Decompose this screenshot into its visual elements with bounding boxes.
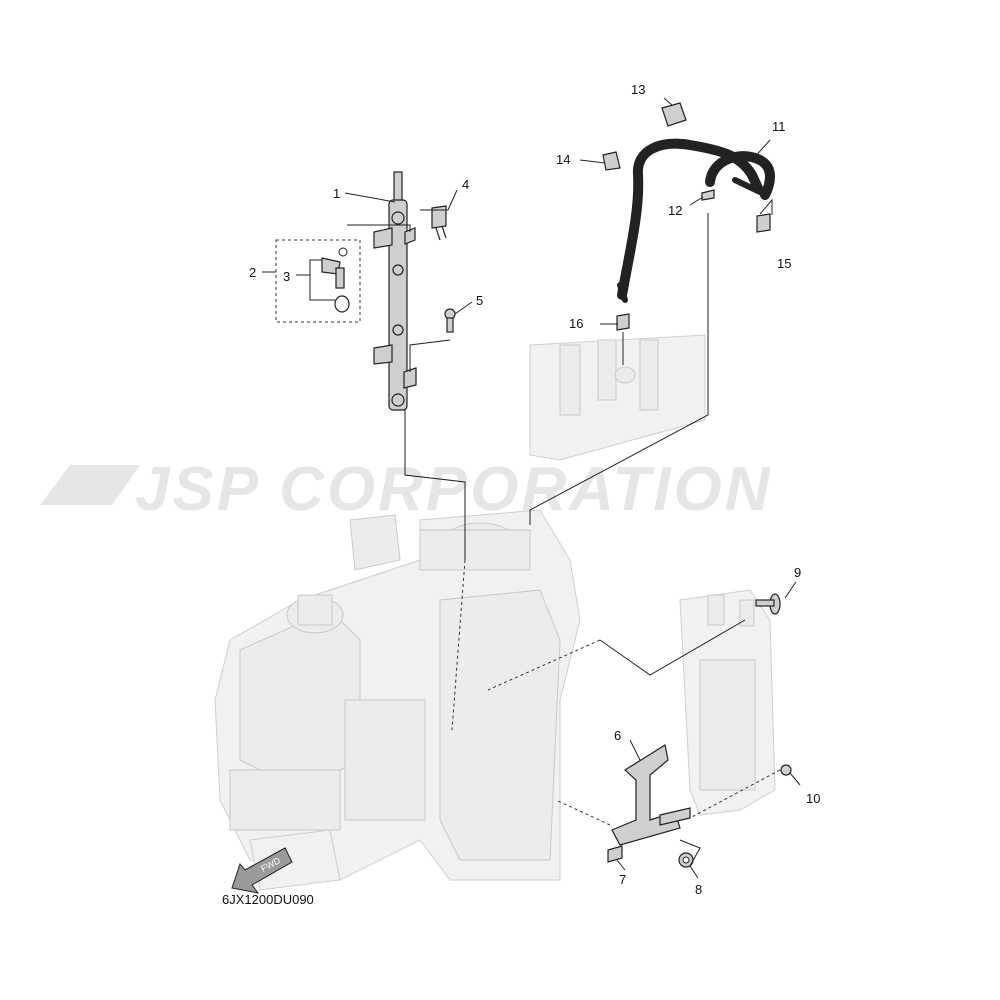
nut-8 (678, 852, 694, 868)
bracket-6 (611, 744, 691, 846)
watermark-text: JSP CORPORATION (135, 455, 773, 524)
fwd-arrow: FWD (231, 847, 293, 894)
callout-14: 14 (556, 152, 570, 167)
bolt-7 (607, 845, 623, 863)
hose-clip-16 (616, 313, 630, 331)
callout-5: 5 (476, 293, 483, 308)
bolt-5 (444, 308, 456, 333)
injector-3 (321, 247, 350, 313)
hose-clip-15 (756, 213, 771, 233)
diagram-code: 6JX1200DU090 (222, 892, 314, 907)
callout-9: 9 (794, 565, 801, 580)
callout-12: 12 (668, 203, 682, 218)
fuel-rail (373, 171, 417, 411)
callout-10: 10 (806, 791, 820, 806)
callout-2: 2 (249, 265, 256, 280)
leader-lines (262, 97, 801, 879)
vapor-separator-ghost (679, 589, 776, 816)
callout-13: 13 (631, 82, 645, 97)
engine-block-ghost (214, 509, 581, 891)
clip-4 (431, 205, 447, 241)
callout-1: 1 (333, 186, 340, 201)
hose-clamp-13 (661, 102, 687, 127)
callout-3: 3 (283, 269, 290, 284)
watermark: JSP CORPORATION (40, 455, 773, 524)
callout-7: 7 (619, 872, 626, 887)
callout-8: 8 (695, 882, 702, 897)
fuel-hose (617, 138, 775, 303)
callout-6: 6 (614, 728, 621, 743)
callout-4: 4 (462, 177, 469, 192)
grommet-9 (755, 593, 781, 615)
callout-15: 15 (777, 256, 791, 271)
injector-kit-box (275, 239, 361, 323)
callouts: 1 2 3 4 5 6 7 8 9 10 11 12 13 14 15 16 (249, 82, 820, 897)
hose-clip-14 (602, 151, 621, 171)
hose-clip-12 (701, 189, 715, 201)
nut-10 (780, 764, 792, 776)
callout-16: 16 (569, 316, 583, 331)
callout-11: 11 (772, 119, 786, 134)
cylinder-head-ghost (529, 334, 706, 461)
